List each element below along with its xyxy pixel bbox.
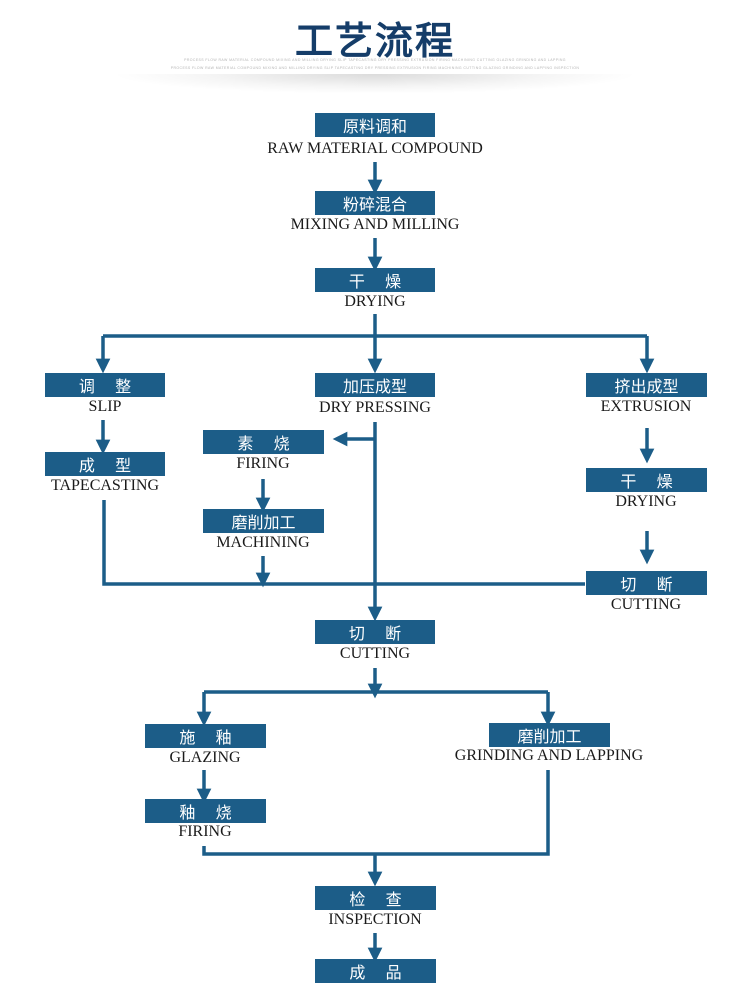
step-box-firing-glaze: 釉 烧 — [145, 799, 266, 823]
step-label-raw-material: RAW MATERIAL COMPOUND — [267, 140, 483, 157]
step-label-cutting: CUTTING — [339, 645, 411, 662]
title-divider-shadow — [110, 74, 640, 94]
step-label-drying-extrusion: DRYING — [615, 493, 677, 510]
step-label-cutting-extrusion: CUTTING — [610, 596, 682, 613]
step-box-machining: 磨削加工 — [203, 509, 324, 533]
step-box-grinding: 磨削加工 — [489, 723, 610, 747]
step-label-dry-pressing: DRY PRESSING — [319, 399, 431, 416]
title-fine-print-line-2: PROCESS FLOW RAW MATERIAL COMPOUND MIXIN… — [170, 66, 580, 70]
step-label-machining: MACHINING — [216, 534, 310, 551]
step-box-cutting-extrusion: 切 断 — [586, 571, 707, 595]
step-label-mixing: MIXING AND MILLING — [290, 216, 460, 233]
step-box-firing-bisque: 素 烧 — [203, 430, 324, 454]
step-box-raw-material: 原料调和 — [315, 113, 435, 137]
step-label-glazing: GLAZING — [169, 749, 241, 766]
step-label-grinding: GRINDING AND LAPPING — [454, 747, 644, 764]
step-box-slip: 调 整 — [45, 373, 165, 397]
step-box-drying: 干 燥 — [315, 268, 435, 292]
step-label-extrusion: EXTRUSION — [600, 398, 692, 415]
step-label-tapecasting: TAPECASTING — [50, 477, 160, 494]
step-label-firing-bisque: FIRING — [236, 455, 290, 472]
step-box-tapecasting: 成 型 — [45, 452, 165, 476]
step-box-mixing: 粉碎混合 — [315, 191, 435, 215]
step-label-drying: DRYING — [344, 293, 406, 310]
step-label-inspection: INSPECTION — [328, 911, 422, 928]
step-box-extrusion: 挤出成型 — [586, 373, 707, 397]
page-title: 工艺流程 — [294, 19, 455, 63]
step-box-cutting: 切 断 — [315, 620, 435, 644]
step-box-inspection: 检 查 — [315, 886, 436, 910]
title-fine-print-line-1: PROCESS FLOW RAW MATERIAL COMPOUND MIXIN… — [184, 58, 566, 62]
step-box-product: 成 品 — [315, 959, 436, 983]
step-label-firing-glaze: FIRING — [178, 823, 232, 840]
step-label-slip: SLIP — [88, 398, 122, 415]
step-box-dry-pressing: 加压成型 — [315, 373, 435, 397]
line-tapecasting-to-merge — [102, 500, 585, 586]
step-box-drying-extrusion: 干 燥 — [586, 468, 707, 492]
step-box-glazing: 施 釉 — [145, 724, 266, 748]
